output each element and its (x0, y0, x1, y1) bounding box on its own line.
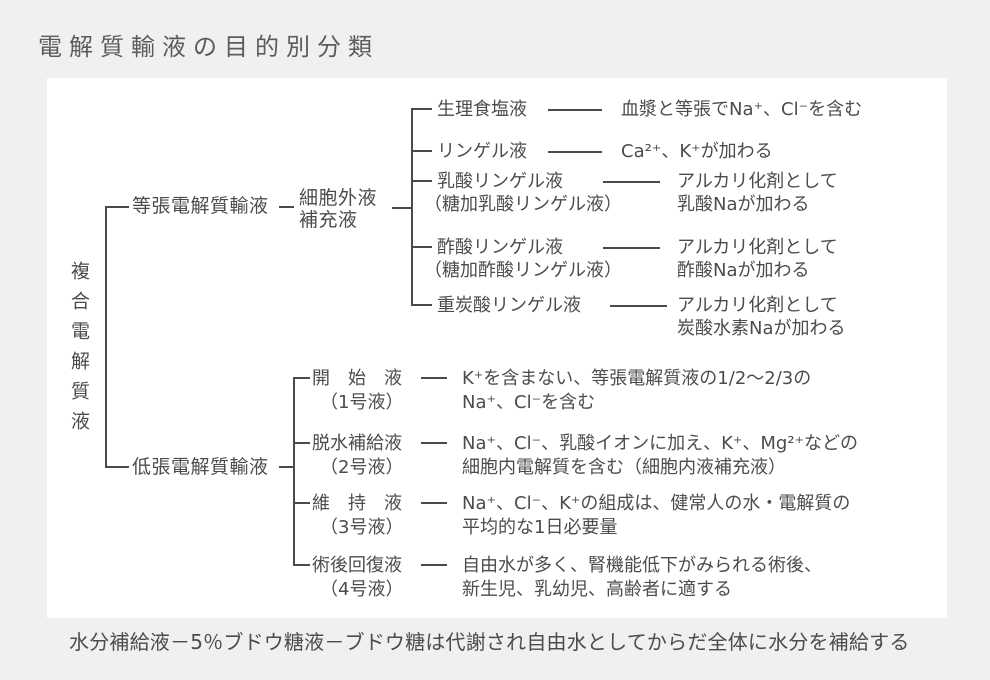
solution-name: 脱水補給液 (312, 433, 402, 454)
solution-name: 重炭酸リンゲル液 (437, 295, 581, 316)
solution-description: Na⁺、Cl⁻、K⁺の組成は、健常人の水・電解質の (462, 493, 851, 514)
solution-description: アルカリ化剤として (677, 171, 838, 192)
solution-name: 維 持 液 (312, 493, 402, 514)
tree-connector (610, 305, 667, 307)
solution-description: Na⁺、Cl⁻、乳酸イオンに加え、K⁺、Mg²⁺などの (462, 433, 859, 454)
ecf-label-line1: 細胞外液 (299, 187, 378, 209)
solution-description: アルカリ化剤として (677, 295, 838, 316)
solution-description: 細胞内電解質を含む（細胞内液補充液） (462, 457, 786, 478)
tree-connector (105, 206, 129, 208)
tree-connector (293, 442, 310, 444)
solution-description: アルカリ化剤として (677, 237, 838, 258)
page-title: 電解質輸液の目的別分類 (38, 33, 379, 61)
tree-connector (421, 564, 447, 566)
tree-connector (105, 466, 129, 468)
solution-number: （4号液） (320, 579, 404, 600)
footer-note: 水分補給液－5％ブドウ糖液－ブドウ糖は代謝され自由水としてからだ全体に水分を補給… (69, 630, 910, 654)
ecf-label-line2: 補充液 (299, 209, 358, 231)
tree-connector (392, 207, 411, 209)
solution-description: Ca²⁺、K⁺が加わる (621, 141, 773, 162)
solution-description: 炭酸水素Naが加わる (677, 318, 846, 339)
solution-description: 血漿と等張でNa⁺、Cl⁻を含む (621, 99, 863, 120)
tree-connector (548, 109, 602, 111)
solution-name: 術後回復液 (312, 555, 402, 576)
solution-description: 乳酸Naが加わる (677, 194, 810, 215)
tree-connector (279, 206, 294, 208)
tree-connector (411, 150, 432, 152)
solution-description: 自由水が多く、腎機能低下がみられる術後、 (462, 555, 822, 576)
tree-connector (293, 377, 310, 379)
tree-connector (279, 466, 294, 468)
isotonic-branch-label: 等張電解質輸液 (132, 195, 269, 217)
solution-name-alt: （糖加酢酸リンゲル液） (424, 260, 622, 281)
solution-name: 乳酸リンゲル液 (437, 171, 563, 192)
tree-connector (421, 442, 447, 444)
solution-name: 酢酸リンゲル液 (437, 237, 563, 258)
hypotonic-branch-label: 低張電解質輸液 (132, 456, 269, 478)
solution-description: 酢酸Naが加わる (677, 260, 810, 281)
solution-number: （1号液） (320, 392, 404, 413)
solution-description: 平均的な1日必要量 (462, 517, 618, 538)
tree-connector (421, 502, 447, 504)
tree-connector (411, 108, 413, 306)
solution-number: （3号液） (320, 517, 404, 538)
tree-connector (411, 246, 432, 248)
tree-connector (603, 247, 660, 249)
solution-description: K⁺を含まない、等張電解質液の1/2〜2/3の (462, 368, 812, 389)
diagram-panel: 複合電解質液 等張電解質輸液 細胞外液 補充液 生理食塩液 血漿と等張でNa⁺、… (47, 78, 947, 618)
solution-number: （2号液） (320, 457, 404, 478)
tree-connector (603, 181, 660, 183)
tree-connector (548, 151, 602, 153)
tree-connector (411, 304, 432, 306)
tree-connector (411, 108, 432, 110)
solution-description: 新生児、乳幼児、高齢者に適する (462, 579, 732, 600)
root-label: 複合電解質液 (68, 261, 90, 441)
solution-name: リンゲル液 (437, 141, 527, 162)
tree-connector (105, 206, 107, 468)
tree-connector (293, 564, 310, 566)
tree-connector (293, 377, 295, 566)
tree-connector (293, 502, 310, 504)
solution-name: 開 始 液 (312, 368, 402, 389)
tree-connector (421, 377, 447, 379)
solution-name: 生理食塩液 (437, 99, 527, 120)
tree-connector (411, 180, 432, 182)
solution-name-alt: （糖加乳酸リンゲル液） (424, 194, 622, 215)
solution-description: Na⁺、Cl⁻を含む (462, 392, 596, 413)
